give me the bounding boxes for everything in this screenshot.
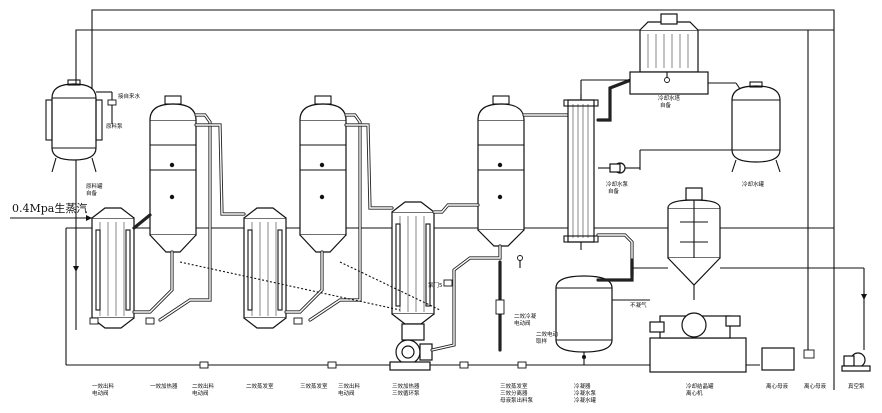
- bottom-valves: [89, 317, 527, 369]
- bottom-label: 二效出料电动阀: [192, 382, 215, 397]
- cooling-water-tank: [731, 81, 781, 173]
- vacuum-pump: [841, 352, 871, 372]
- effect-2-heater: [243, 207, 287, 329]
- feed-tank: [45, 79, 117, 173]
- cooling-pump-label-2: 自备: [608, 187, 620, 195]
- bottom-label: 冷却结晶罐离心机: [686, 382, 714, 397]
- bottom-label: 一效加热器: [150, 382, 178, 390]
- steam-label: 0.4Mpa生蒸汽: [12, 201, 87, 215]
- tower-label-2: 自备: [660, 101, 672, 109]
- bottom-label-row: 一效出料电动阀 一效加热器 二效出料电动阀 二效蒸发室 三效蒸发室 三效出料电动…: [92, 382, 865, 404]
- bottom-label: 离心母液: [804, 382, 827, 390]
- condensate-tank: [555, 275, 613, 365]
- crystallizer: [667, 187, 721, 300]
- condenser: [563, 94, 599, 250]
- centrifuge: [649, 312, 747, 373]
- bottom-label: 真空泵: [848, 382, 865, 390]
- bottom-label: 三效蒸发室三效分离器母液泵出料泵: [500, 382, 534, 404]
- bottom-label: 二效蒸发室: [246, 382, 274, 390]
- bottom-label: 三效加热器三效循环泵: [392, 382, 420, 397]
- mid-label-b2: 取样: [536, 337, 548, 345]
- valve-5-label: 泵门5: [428, 281, 443, 289]
- cooling-pump: [609, 162, 626, 174]
- bottom-label: 三效蒸发室: [300, 382, 328, 390]
- feed-label-2: 原料泵: [106, 122, 123, 130]
- mid-label-b: 二效电动: [536, 330, 559, 338]
- effect-2-separator: [299, 95, 347, 253]
- bottom-label: 三效出料电动阀: [338, 382, 361, 397]
- mother-liquor-box: [761, 347, 795, 371]
- bottom-label: 离心母液: [766, 382, 789, 390]
- effect-3-heater: [391, 201, 435, 325]
- cooling-pump-label: 冷却水泵: [606, 180, 629, 188]
- feed-label-top: 接自来水: [118, 92, 141, 100]
- water-tank-label: 冷却水罐: [742, 180, 765, 188]
- bottom-label: 冷凝器冷凝水泵冷凝水罐: [574, 382, 597, 404]
- bottom-label: 一效出料电动阀: [92, 382, 115, 397]
- mid-label-a: 二效冷凝: [514, 312, 537, 320]
- feed-label-3: 原料罐: [86, 182, 103, 190]
- feed-label-4: 自备: [86, 189, 98, 197]
- noncondensable-label: 不凝气: [630, 301, 647, 309]
- tower-label: 冷却水塔: [658, 94, 681, 102]
- circulation-pump: [389, 323, 433, 371]
- effect-1-heater: [91, 207, 135, 329]
- cooling-tower: [629, 13, 709, 95]
- mid-label-a2: 电动阀: [514, 319, 531, 327]
- effect-3-separator: [477, 95, 525, 247]
- effect-1-separator: [149, 95, 197, 253]
